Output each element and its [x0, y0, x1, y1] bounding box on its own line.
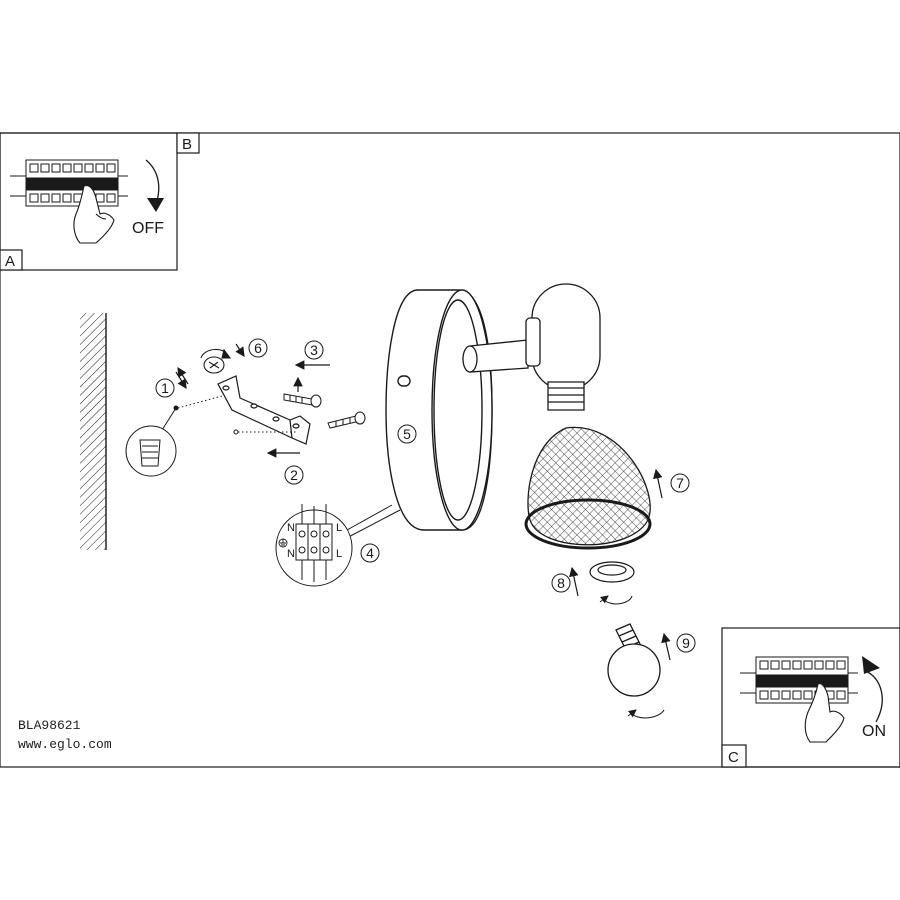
wall-plug-detail: [125, 405, 179, 477]
step-badge-3: [304, 340, 324, 360]
motion-arrows: [569, 468, 671, 661]
breaker-terminal: [825, 660, 835, 670]
step-badge-5: [397, 424, 417, 444]
breaker-terminal: [62, 193, 72, 203]
wire-label-l: L: [336, 522, 342, 534]
step-badge-6: [248, 338, 268, 358]
breaker-terminal: [770, 660, 780, 670]
breaker-terminal: [84, 163, 94, 173]
breaker-terminal: [770, 690, 780, 700]
model-number: BLA98621: [18, 718, 81, 733]
wood-screw-icon: [327, 411, 366, 429]
breaker-terminal: [40, 163, 50, 173]
step-number-7: 7: [676, 475, 684, 491]
breaker-terminal: [836, 690, 846, 700]
step-number-4: 4: [366, 545, 374, 561]
breaker-terminal: [803, 660, 813, 670]
panel-switch-off: A B OFF: [0, 132, 200, 271]
earth-icon: [278, 538, 288, 548]
hand-icon: [73, 185, 115, 244]
panel-label-a: A: [5, 253, 15, 270]
page-frame: [0, 132, 900, 768]
step-badge-2: [284, 465, 304, 485]
lamp-arm: [462, 339, 529, 373]
rotate-on-arrow-icon: [863, 669, 883, 723]
step-number-5: 5: [403, 426, 411, 442]
breaker-panel-icon: [10, 159, 128, 207]
breaker-terminal: [759, 690, 769, 700]
breaker-terminal: [62, 163, 72, 173]
step-badge-1: [155, 378, 175, 398]
lamp-socket: [525, 283, 601, 411]
step-badge-8: [551, 573, 571, 593]
rotate-off-arrow-icon: [145, 159, 160, 205]
breaker-terminal: [29, 163, 39, 173]
step-number-2: 2: [290, 467, 298, 483]
step-badge-7: [670, 473, 690, 493]
breaker-terminal: [836, 660, 846, 670]
breaker-terminal: [792, 660, 802, 670]
off-label: OFF: [132, 220, 164, 237]
wire-label-n: N: [287, 548, 295, 560]
panel-label-c: C: [728, 749, 739, 766]
step-number-3: 3: [310, 342, 318, 358]
mesh-shade: [524, 426, 652, 550]
step-badge-4: [360, 543, 380, 563]
step-number-9: 9: [682, 635, 690, 651]
guide-line: [177, 395, 223, 409]
panel-switch-on: C ON: [721, 627, 900, 768]
shade-ring: [589, 561, 635, 583]
bracket-screw-icon: [200, 348, 232, 374]
panel-label-b: B: [182, 136, 192, 153]
step-badge-9: [676, 633, 696, 653]
breaker-terminal: [40, 193, 50, 203]
wall-section: [80, 313, 107, 550]
breaker-terminal: [51, 193, 61, 203]
wood-screw-icon: [283, 393, 322, 408]
breaker-terminal: [73, 163, 83, 173]
step-number-1: 1: [161, 380, 169, 396]
website-link[interactable]: www.eglo.com: [18, 737, 112, 752]
breaker-panel-icon: [740, 656, 858, 704]
wire-label-l: L: [336, 548, 342, 560]
on-label: ON: [862, 723, 886, 740]
breaker-terminal: [781, 690, 791, 700]
mounting-bracket: [217, 375, 311, 445]
breaker-terminal: [814, 660, 824, 670]
wire-label-n: N: [287, 522, 295, 534]
breaker-terminal: [29, 193, 39, 203]
light-bulb-icon: [607, 623, 661, 697]
breaker-terminal: [803, 690, 813, 700]
breaker-terminal: [95, 163, 105, 173]
breaker-terminal: [759, 660, 769, 670]
breaker-terminal: [51, 163, 61, 173]
step-number-8: 8: [557, 575, 565, 591]
terminal-block-detail: [275, 504, 353, 587]
breaker-terminal: [106, 163, 116, 173]
step-number-6: 6: [254, 340, 262, 356]
breaker-terminal: [792, 690, 802, 700]
breaker-terminal: [106, 193, 116, 203]
wall-canopy: [385, 289, 493, 531]
hand-icon: [804, 683, 845, 743]
breaker-terminal: [781, 660, 791, 670]
